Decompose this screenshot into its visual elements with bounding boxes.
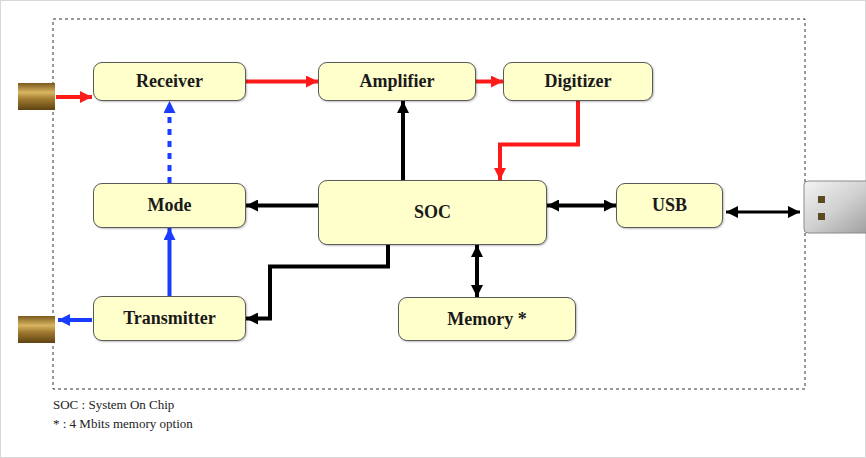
input-connector — [18, 83, 55, 110]
box-label: USB — [652, 195, 687, 216]
box-label: SOC — [414, 202, 451, 223]
process-box: Transmitter — [93, 296, 246, 341]
output-connector — [18, 316, 55, 343]
process-box: Memory * — [398, 297, 576, 341]
signal-arrow — [500, 101, 578, 180]
box-label: Mode — [148, 195, 192, 216]
process-box: Receiver — [93, 62, 246, 101]
usb-link-arrow — [726, 211, 800, 214]
output-arrow — [58, 318, 92, 322]
box-label: Receiver — [136, 71, 203, 92]
process-box: SOC — [318, 180, 547, 245]
box-label: Amplifier — [360, 71, 435, 92]
enclosure-outline — [53, 19, 805, 389]
footnote: * : 4 Mbits memory option — [53, 416, 193, 432]
process-box: Amplifier — [318, 62, 476, 101]
signal-arrow — [246, 245, 388, 319]
signal-arrow — [246, 204, 318, 208]
signal-arrow — [547, 204, 616, 208]
signal-arrow — [246, 80, 318, 84]
process-box: Digitizer — [503, 62, 653, 101]
box-label: Transmitter — [123, 308, 216, 329]
signal-arrow — [476, 80, 503, 84]
signal-arrow — [168, 101, 172, 183]
process-box: Mode — [93, 183, 246, 228]
signal-arrow — [168, 228, 172, 296]
box-label: Digitizer — [545, 71, 612, 92]
signal-arrow — [401, 101, 405, 180]
process-box: USB — [616, 183, 723, 228]
usb-plug-icon — [804, 181, 866, 233]
input-arrow — [56, 95, 92, 99]
signal-arrow — [475, 245, 479, 297]
box-label: Memory * — [447, 309, 526, 330]
footnote: SOC : System On Chip — [53, 397, 174, 413]
